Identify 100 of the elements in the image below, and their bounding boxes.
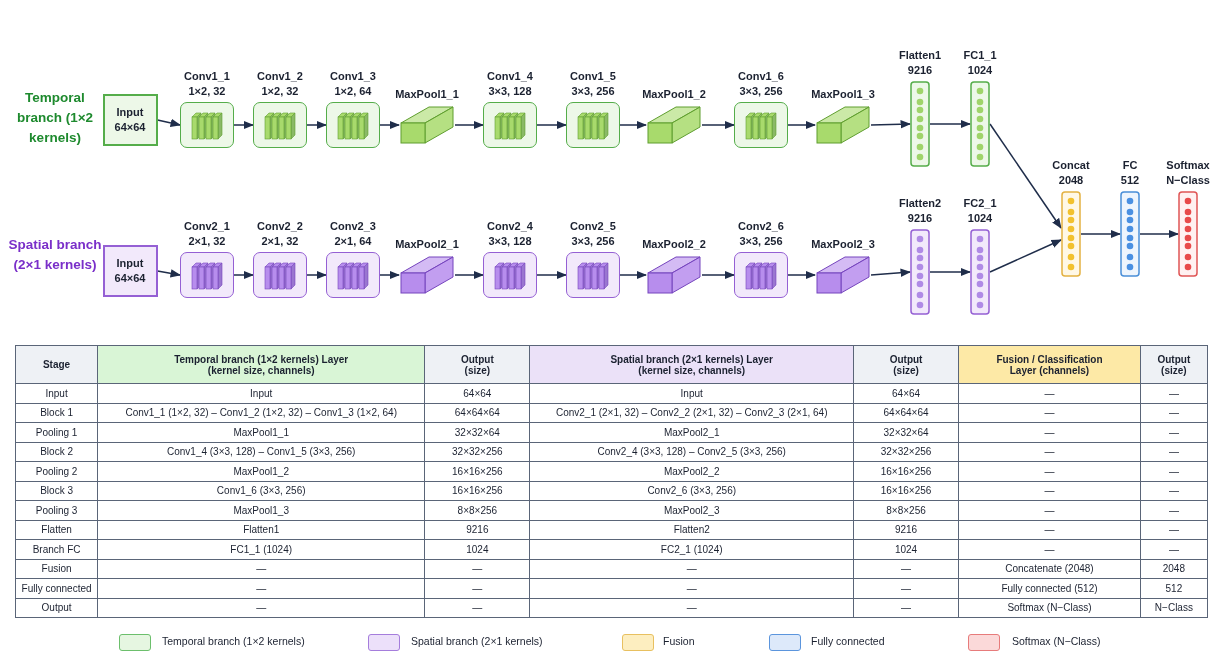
legend-label: Spatial branch (2×1 kernels) — [411, 635, 543, 647]
arrow — [306, 270, 328, 280]
input-label: 64×64 — [114, 120, 146, 135]
table-cell: — — [1140, 539, 1208, 559]
legend-label: Fully connected — [811, 635, 885, 647]
table-cell: 1024 — [853, 539, 959, 559]
layer-label: MaxPool2_1 — [395, 237, 459, 252]
layer-label: MaxPool1_1 — [395, 87, 459, 102]
layer-label: 2×1, 32 — [188, 234, 226, 249]
layer-label: 1024 — [967, 211, 993, 226]
table-cell: 64×64×64 — [853, 403, 959, 423]
layer-label: 3×3, 256 — [571, 234, 615, 249]
table-cell: Concatenate (2048) — [958, 559, 1141, 579]
layer-label: Softmax — [1166, 158, 1210, 173]
table-cell: — — [958, 520, 1141, 540]
column-header: Output (size) — [1140, 345, 1208, 384]
table-cell: — — [1140, 481, 1208, 501]
branch-label: Spatial branch (2×1 kernels) — [7, 236, 103, 274]
table-cell: Input — [529, 383, 854, 403]
layer-label: 512 — [1120, 173, 1140, 188]
table-cell: 8×8×256 — [424, 500, 530, 520]
table-cell: FC2_1 (1024) — [529, 539, 854, 559]
layer-label: MaxPool1_2 — [642, 87, 706, 102]
table-cell: — — [424, 598, 530, 618]
arrow — [1139, 229, 1180, 239]
column-header: Spatial branch (2×1 kernels) Layer (kernel size, channels) — [529, 345, 854, 384]
arrow — [989, 123, 1062, 229]
table-cell: Block 2 — [15, 442, 98, 462]
arrow — [929, 119, 972, 129]
table-cell: Conv2_6 (3×3, 256) — [529, 481, 854, 501]
table-cell: — — [529, 578, 854, 598]
table-cell: 64×64 — [853, 383, 959, 403]
table-cell: — — [97, 559, 425, 579]
table-cell: Flatten1 — [97, 520, 425, 540]
table-cell: — — [1140, 422, 1208, 442]
table-cell: MaxPool1_3 — [97, 500, 425, 520]
table-cell: Softmax (N−Class) — [958, 598, 1141, 618]
layer-label: 3×3, 256 — [739, 84, 783, 99]
table-cell: 32×32×64 — [424, 422, 530, 442]
table-cell: — — [958, 383, 1141, 403]
layer-label: Conv2_6 — [738, 219, 784, 234]
arrow — [454, 120, 485, 130]
arrow — [619, 120, 648, 130]
arrow — [870, 268, 912, 277]
table-cell: — — [529, 559, 854, 579]
table-cell: 32×32×256 — [424, 442, 530, 462]
arrow — [929, 267, 972, 277]
layer-label: 1×2, 32 — [188, 84, 226, 99]
table-cell: — — [853, 598, 959, 618]
table-cell: — — [958, 422, 1141, 442]
table-cell: — — [1140, 383, 1208, 403]
layer-label: 3×3, 128 — [488, 84, 532, 99]
arrow — [701, 120, 736, 130]
table-cell: N−Class — [1140, 598, 1208, 618]
table-cell: 64×64×64 — [424, 403, 530, 423]
arrow — [379, 120, 401, 130]
table-cell: MaxPool1_2 — [97, 461, 425, 481]
table-cell: FC1_1 (1024) — [97, 539, 425, 559]
table-cell: MaxPool2_1 — [529, 422, 854, 442]
table-cell: Conv2_4 (3×3, 128) – Conv2_5 (3×3, 256) — [529, 442, 854, 462]
table-cell: — — [97, 578, 425, 598]
table-cell: Block 3 — [15, 481, 98, 501]
layer-label: 9216 — [907, 211, 933, 226]
layer-label: Conv1_1 — [184, 69, 230, 84]
layer-label: Conv1_5 — [570, 69, 616, 84]
table-cell: 16×16×256 — [853, 461, 959, 481]
table-cell: — — [1140, 442, 1208, 462]
layer-label: Conv1_2 — [257, 69, 303, 84]
table-cell: Pooling 2 — [15, 461, 98, 481]
arrow — [536, 270, 568, 280]
table-cell: 512 — [1140, 578, 1208, 598]
arrow — [306, 120, 328, 130]
table-cell: Output — [15, 598, 98, 618]
table-cell: 32×32×256 — [853, 442, 959, 462]
arrow — [379, 270, 401, 280]
arrow — [156, 118, 181, 128]
input-label: Input — [116, 105, 144, 120]
table-cell: — — [424, 578, 530, 598]
layer-label: 2×1, 64 — [334, 234, 372, 249]
table-cell: 32×32×64 — [853, 422, 959, 442]
input-box — [102, 94, 158, 146]
table-cell: Pooling 3 — [15, 500, 98, 520]
table-cell: — — [958, 539, 1141, 559]
table-cell: Block 1 — [15, 403, 98, 423]
table-cell: MaxPool2_2 — [529, 461, 854, 481]
table-cell: Input — [97, 383, 425, 403]
table-cell: 8×8×256 — [853, 500, 959, 520]
table-cell: — — [958, 403, 1141, 423]
arrow — [233, 120, 255, 130]
table-cell: — — [853, 559, 959, 579]
layer-label: 3×3, 256 — [571, 84, 615, 99]
table-cell: MaxPool1_1 — [97, 422, 425, 442]
layer-label: MaxPool2_3 — [811, 237, 875, 252]
column-header: Stage — [15, 345, 98, 384]
arrow — [1080, 229, 1122, 239]
arrow — [787, 270, 817, 280]
table-cell: — — [424, 559, 530, 579]
table-cell: Flatten — [15, 520, 98, 540]
layer-label: 2×1, 32 — [261, 234, 299, 249]
input-label: 64×64 — [114, 271, 146, 286]
